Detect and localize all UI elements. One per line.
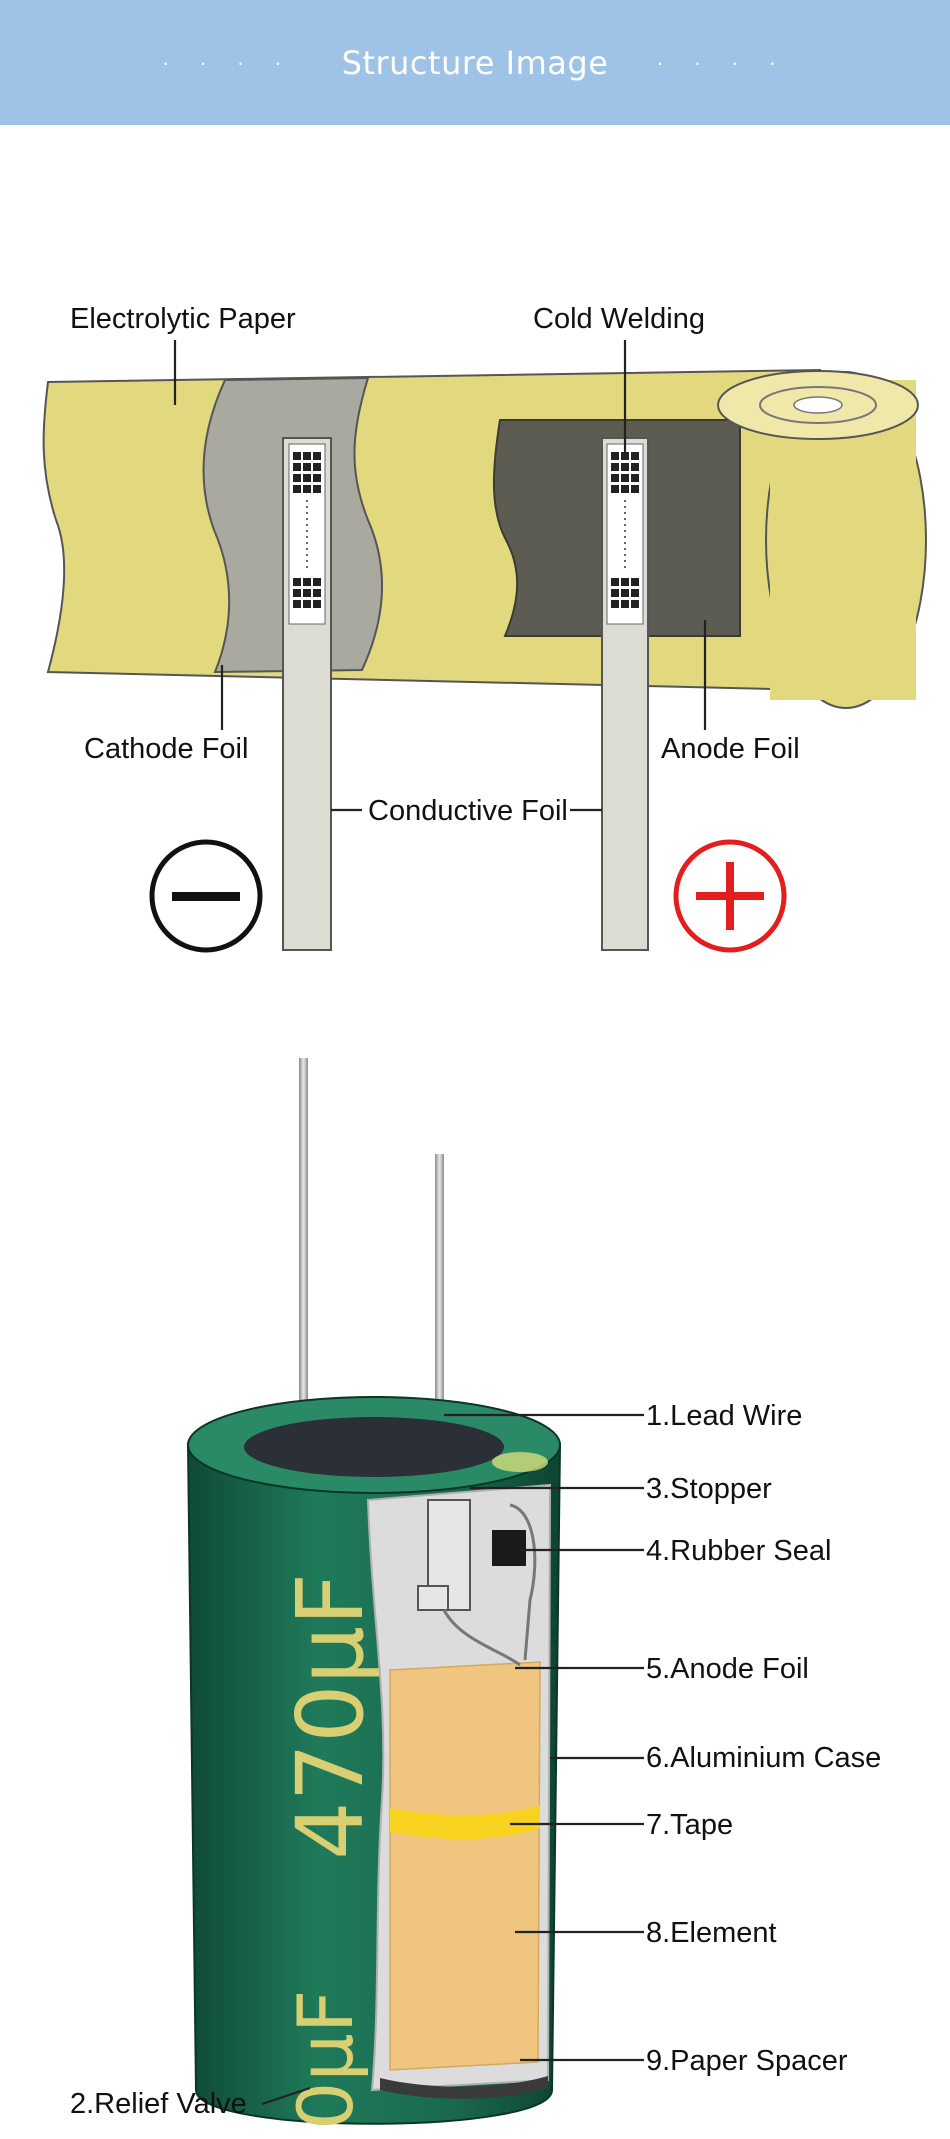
- lead-wire-short: [435, 1154, 444, 1438]
- label-cathode-foil: Cathode Foil: [84, 733, 248, 765]
- label-element: 8.Element: [646, 1917, 777, 1949]
- rubber-seal-block: [492, 1530, 526, 1566]
- label-lead-wire: 1.Lead Wire: [646, 1400, 802, 1432]
- header-banner: · · · · Structure Image · · · ·: [0, 0, 950, 125]
- case-marking-bottom: 0μF: [281, 1990, 370, 2130]
- foil-structure-diagram: Electrolytic Paper Cold Welding Cathode …: [42, 303, 927, 953]
- anode-foil-lead: [509, 1503, 537, 1661]
- conductive-foil-negative: [282, 437, 332, 951]
- lead-wire-long: [299, 1058, 308, 1438]
- label-stopper: 3.Stopper: [646, 1473, 772, 1505]
- label-cold-welding: Cold Welding: [533, 303, 705, 335]
- label-anode-foil: Anode Foil: [661, 733, 800, 765]
- decor-dots-right: · · · ·: [656, 49, 789, 75]
- capacitor-cutaway-diagram: 470μF 0μF 1.Lead Wire 3.Stopper 4.Rubber…: [70, 1058, 881, 2130]
- paper-spacer: [380, 2076, 548, 2099]
- case-rim-highlight: [492, 1452, 548, 1472]
- section-title: Structure Image: [341, 43, 609, 82]
- leader-relief-valve: [261, 2086, 311, 2106]
- element-winding: [389, 1661, 541, 2071]
- winding-roll-ring: [759, 386, 877, 424]
- tape-band: [390, 1805, 540, 1840]
- label-conductive-foil: Conductive Foil: [368, 795, 568, 827]
- label-tape: 7.Tape: [646, 1809, 733, 1841]
- conductive-foil-positive: [601, 437, 649, 951]
- minus-symbol-icon: [149, 839, 263, 953]
- label-electrolytic-paper: Electrolytic Paper: [70, 303, 296, 335]
- case-marking-main: 470μF: [277, 1573, 384, 1860]
- label-relief-valve: 2.Relief Valve: [70, 2088, 247, 2120]
- label-paper-spacer: 9.Paper Spacer: [646, 2045, 848, 2077]
- label-aluminium-case: 6.Aluminium Case: [646, 1742, 881, 1774]
- winding-roll-core: [793, 396, 843, 414]
- plus-symbol-icon: [673, 839, 787, 953]
- decor-dots-left: · · · ·: [161, 49, 294, 75]
- label-anode-foil-cap: 5.Anode Foil: [646, 1653, 809, 1685]
- stopper-part: [417, 1499, 521, 1667]
- rubber-seal-top: [244, 1417, 504, 1477]
- label-rubber-seal: 4.Rubber Seal: [646, 1535, 831, 1567]
